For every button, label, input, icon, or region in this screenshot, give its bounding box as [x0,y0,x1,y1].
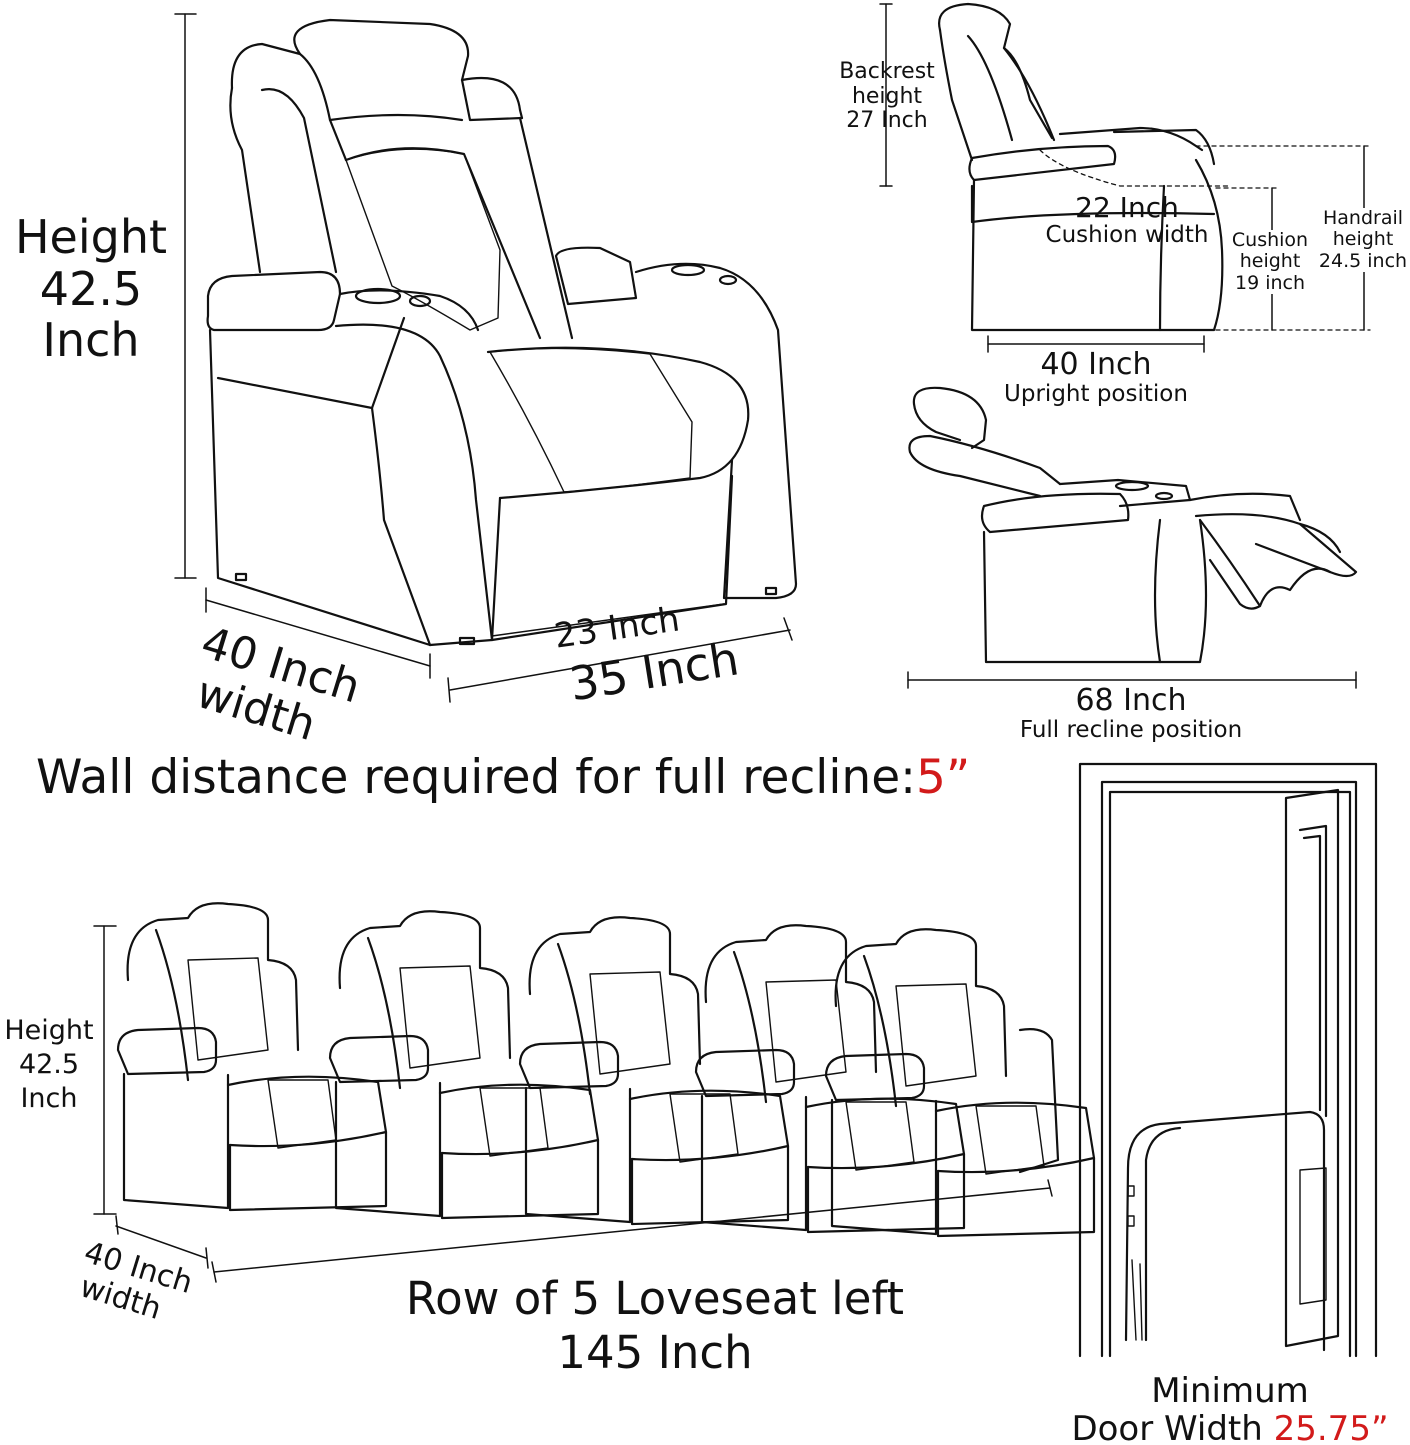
row-title-text: Row of 5 Loveseat left [405,1272,905,1325]
wall-distance-value: 5” [915,750,971,805]
upright-length-value: 40 Inch [1040,347,1152,382]
backrest-label: Backrest height 27 Inch [830,59,944,134]
handrail-value: 24.5 inch [1318,249,1408,272]
row-height-unit: Inch [20,1083,78,1115]
handrail-height-label: Handrail height 24.5 inch [1316,207,1410,272]
recline-length-value: 68 Inch [1075,683,1187,718]
cushion-width-caption: Cushion width [1045,222,1209,249]
row-of-five-drawing [93,902,1096,1283]
cushion-width-label: 22 Inch Cushion width [1030,192,1224,249]
wall-distance-label: Wall distance required for full recline:… [36,750,971,805]
recline-length-caption: Full recline position [1019,716,1243,743]
row-width-value: 145 Inch [557,1326,753,1380]
door-caption-line2: Door Width 25.75” [1060,1410,1400,1445]
main-height-unit: Inch [42,313,140,368]
row-height-word: Height [4,1015,94,1046]
side-recline-drawing [907,386,1358,689]
wall-distance-text: Wall distance required for full recline: [36,750,916,805]
cushion-height-label: Cushion height 19 inch [1226,229,1314,294]
main-height-word: Height [14,210,168,264]
cushion-width-value: 22 Inch [1075,191,1179,224]
door-width-value: 25.75” [1273,1409,1389,1445]
main-chair-drawing [174,13,798,703]
cushion-height-height-word: height [1239,250,1301,273]
upright-length-caption: Upright position [1004,380,1188,407]
handrail-height-word: height [1332,228,1394,251]
door-caption-line1: Minimum [1151,1371,1309,1411]
backrest-value: 27 Inch [846,108,928,134]
backrest-height-word: height [851,83,923,109]
handrail-word: Handrail [1322,207,1404,229]
cushion-height-value: 19 inch [1234,271,1306,294]
door-drawing [1078,762,1378,1358]
backrest-word: Backrest [839,59,935,84]
row-height-value: 42.5 [18,1049,80,1081]
side-upright-drawing [879,2,1371,353]
main-height-value: 42.5 [39,261,143,316]
door-caption-text: Door Width [1071,1409,1274,1445]
row-height-label: Height 42.5 Inch [0,1015,98,1115]
recline-length-label: 68 Inch Full recline position [1006,684,1256,743]
upright-length-label: 40 Inch Upright position [996,348,1196,407]
row-title: Row of 5 Loveseat left 145 Inch [360,1272,950,1380]
door-caption: Minimum Door Width 25.75” [1060,1372,1400,1445]
main-height-label: Height 42.5 Inch [6,210,176,368]
cushion-height-word: Cushion [1231,229,1309,251]
